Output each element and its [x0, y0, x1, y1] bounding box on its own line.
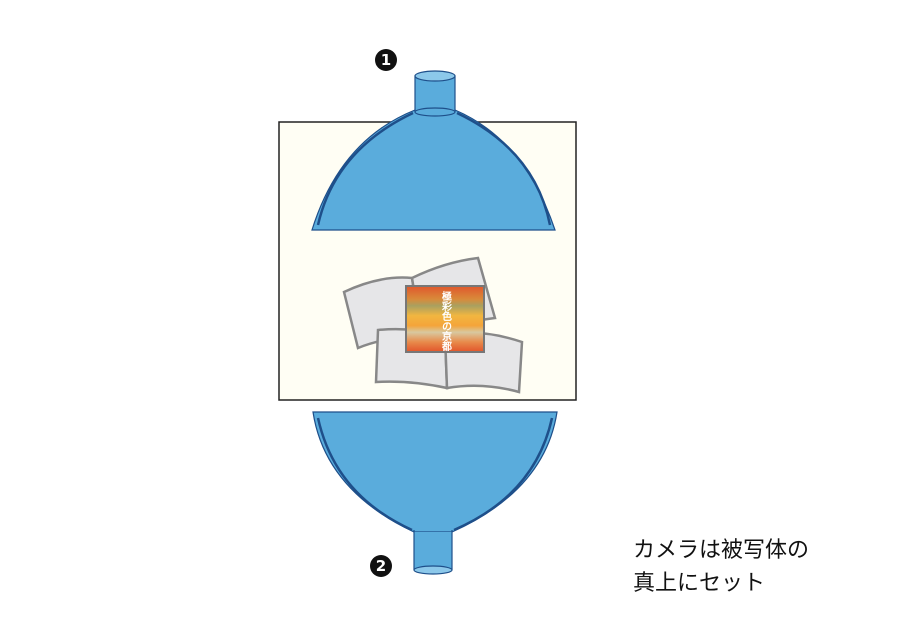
softbox-light-1	[311, 70, 556, 231]
book-title: 極彩色の京都	[440, 290, 453, 352]
softbox-light-2	[312, 411, 558, 575]
caption-line-2: 真上にセット	[633, 571, 766, 596]
light-2-number-badge: 2	[370, 555, 392, 577]
light-1-number-badge: 1	[375, 49, 397, 71]
caption-line-1: カメラは被写体の	[633, 538, 810, 563]
book-cover	[405, 285, 485, 353]
caption: カメラは被写体の 真上にセット	[633, 534, 809, 600]
